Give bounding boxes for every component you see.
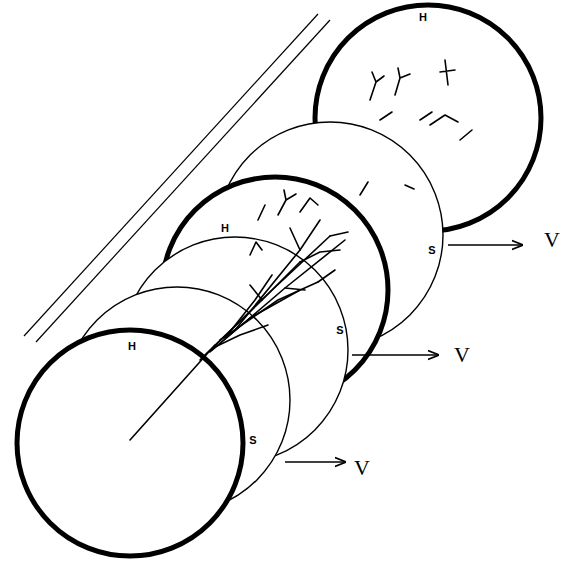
track	[360, 182, 368, 195]
track	[250, 285, 262, 300]
track	[460, 130, 472, 140]
track	[250, 242, 262, 255]
track	[370, 72, 384, 100]
track	[300, 250, 340, 262]
track	[205, 236, 330, 355]
velocity-label: V	[542, 228, 562, 252]
track	[405, 185, 414, 189]
velocity-label: V	[352, 456, 372, 480]
track	[220, 282, 318, 340]
part-label: S	[334, 324, 345, 337]
velocity-arrow	[352, 354, 438, 355]
velocity-arrow	[285, 461, 345, 462]
part-label: S	[247, 434, 258, 447]
thick-disc	[17, 330, 243, 556]
track	[318, 270, 335, 282]
track	[420, 112, 432, 120]
track	[130, 345, 215, 440]
track	[285, 288, 305, 290]
track	[278, 190, 296, 215]
track	[210, 240, 345, 352]
track	[300, 198, 318, 212]
track	[440, 60, 455, 85]
track	[235, 220, 320, 330]
part-label: H	[417, 11, 429, 24]
track	[215, 325, 268, 347]
track	[225, 275, 272, 338]
track	[330, 232, 348, 236]
part-label: H	[219, 222, 231, 235]
track	[430, 115, 458, 125]
track	[290, 228, 300, 250]
track	[258, 205, 265, 220]
velocity-arrow	[448, 244, 522, 245]
track	[395, 68, 410, 95]
part-label: H	[126, 340, 138, 353]
part-label: S	[426, 244, 437, 257]
velocity-label: V	[452, 343, 472, 367]
track	[380, 112, 392, 120]
particle-tracks	[130, 60, 472, 440]
